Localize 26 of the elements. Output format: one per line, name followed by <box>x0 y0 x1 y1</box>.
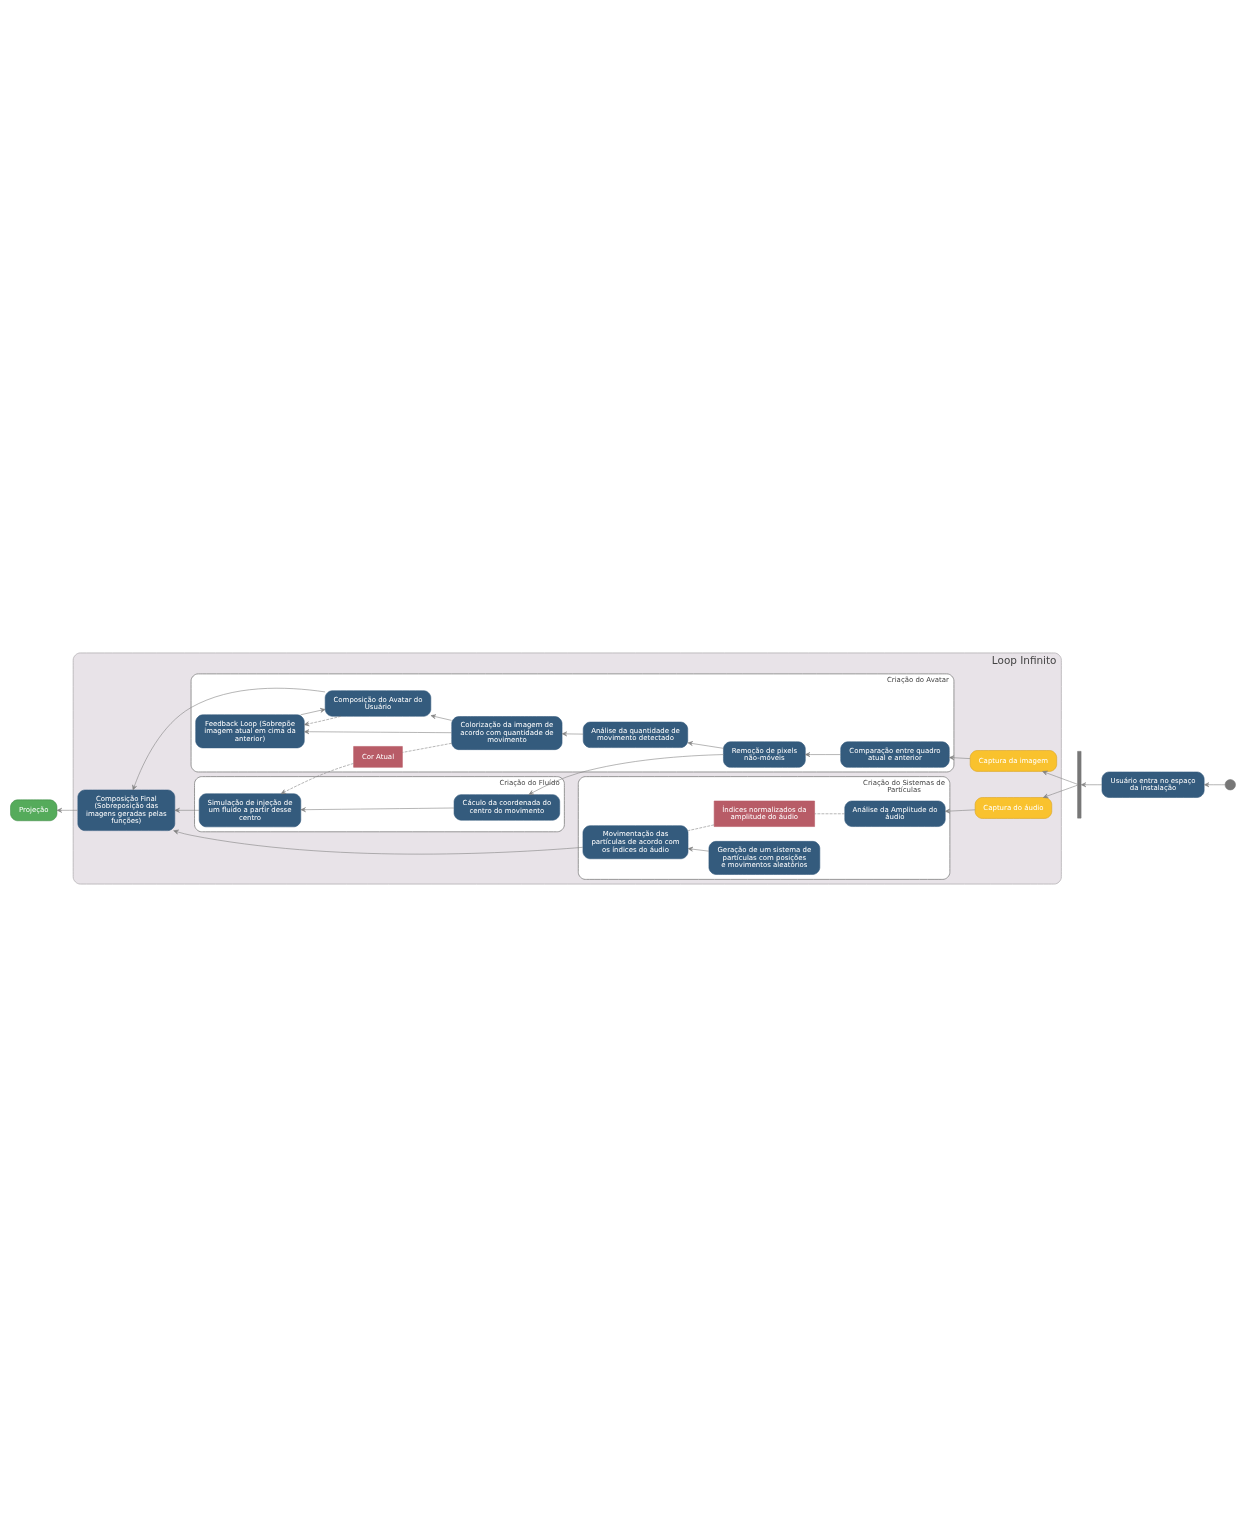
arrow <box>687 846 710 852</box>
arrow <box>1042 770 1078 785</box>
arrow <box>173 829 584 855</box>
connector <box>814 813 845 815</box>
connector <box>687 824 715 831</box>
arrow <box>56 807 78 813</box>
arrow <box>528 754 724 795</box>
arrow <box>132 687 326 791</box>
arrow <box>1080 782 1103 788</box>
arrow <box>430 714 452 721</box>
arrow <box>300 807 455 813</box>
arrow <box>304 716 342 727</box>
node-bar <box>1077 751 1082 819</box>
arrow <box>1204 782 1226 788</box>
arrow <box>1042 784 1078 799</box>
connector <box>402 743 452 753</box>
arrow <box>944 808 976 814</box>
arrow <box>300 708 326 716</box>
arrow <box>561 731 584 737</box>
arrow <box>949 755 971 761</box>
arrow <box>304 729 452 735</box>
arrow <box>174 807 200 813</box>
node-circle <box>1224 779 1236 791</box>
arrow <box>805 752 841 757</box>
arrow <box>280 763 354 794</box>
arrow <box>687 741 724 749</box>
